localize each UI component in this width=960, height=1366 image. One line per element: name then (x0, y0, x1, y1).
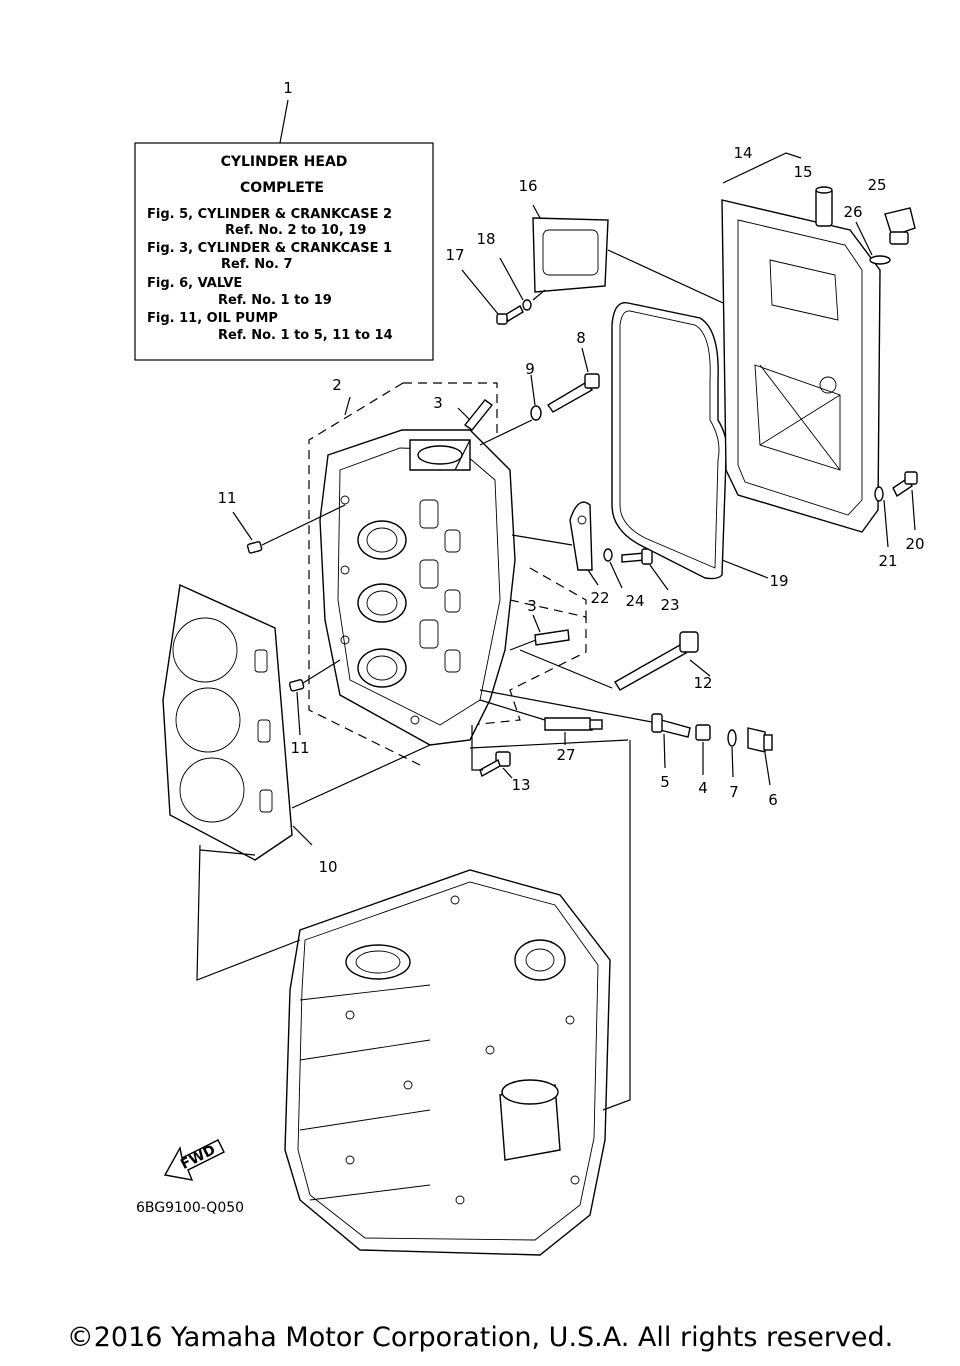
callout-14: 14 (733, 144, 752, 162)
copyright-notice: ©2016 Yamaha Motor Corporation, U.S.A. A… (66, 1322, 894, 1353)
sensor-27 (479, 699, 603, 745)
callout-2: 2 (332, 376, 342, 394)
callout-27: 27 (556, 746, 575, 764)
callout-17: 17 (445, 246, 464, 264)
callout-25: 25 (867, 176, 886, 194)
callout-9: 9 (525, 360, 535, 378)
callout-18: 18 (476, 230, 495, 248)
callout-16: 16 (518, 177, 537, 195)
bolt-13 (471, 725, 513, 779)
plug-parts-4-5-6-7 (479, 689, 773, 786)
callout-11-top: 11 (217, 489, 236, 507)
head-gasket (162, 583, 313, 861)
info-box-line: Fig. 5, CYLINDER & CRANKCASE 2 (147, 207, 392, 222)
bolt-12 (519, 631, 711, 691)
callout-8: 8 (576, 329, 586, 347)
cover-small-parts (815, 186, 918, 548)
callout-1: 1 (283, 79, 293, 97)
callout-20: 20 (905, 535, 924, 553)
cylinder-head-cover (721, 152, 881, 533)
info-box-line: Fig. 11, OIL PUMP (147, 311, 278, 326)
callout-24: 24 (625, 592, 644, 610)
diagram-code: 6BG9100-Q050 (136, 1200, 244, 1216)
bolt-8-washer-9 (479, 347, 600, 446)
plate-16 (461, 204, 761, 325)
info-box-line: Fig. 3, CYLINDER & CRANKCASE 1 (147, 241, 392, 256)
info-box-line: Ref. No. 1 to 5, 11 to 14 (218, 328, 393, 343)
cylinder-head-outline (308, 382, 587, 766)
info-box-line: Ref. No. 2 to 10, 19 (225, 223, 366, 238)
plate-22-screw-23 (511, 501, 669, 591)
callout-12: 12 (693, 674, 712, 692)
callout-3-lower: 3 (527, 597, 537, 615)
callout-4: 4 (698, 779, 708, 797)
info-box: CYLINDER HEAD COMPLETE Fig. 5, CYLINDER … (134, 99, 434, 361)
callout-19: 19 (769, 572, 788, 590)
callout-26: 26 (843, 203, 862, 221)
guide-lines (196, 739, 631, 1111)
callout-21: 21 (878, 552, 897, 570)
callout-6: 6 (768, 791, 778, 809)
callout-23: 23 (660, 596, 679, 614)
callout-7: 7 (729, 783, 739, 801)
crankcase (284, 869, 611, 1256)
callout-3-top: 3 (433, 394, 443, 412)
callout-22: 22 (590, 589, 609, 607)
info-box-title: CYLINDER HEAD (221, 154, 348, 170)
callout-15: 15 (793, 163, 812, 181)
info-box-line: Fig. 6, VALVE (147, 276, 242, 291)
info-box-line: Ref. No. 1 to 19 (218, 293, 332, 308)
cylinder-head (319, 429, 516, 746)
callout-11-lower: 11 (290, 739, 309, 757)
info-box-line: Ref. No. 7 (221, 257, 293, 272)
fwd-arrow: FWD (163, 1139, 225, 1181)
bolts-3 (454, 399, 570, 651)
callout-10: 10 (318, 858, 337, 876)
cover-gasket-19 (611, 301, 769, 580)
callout-13: 13 (511, 776, 530, 794)
dowel-pins (232, 504, 346, 736)
callout-5: 5 (660, 773, 670, 791)
fwd-label: FWD (178, 1142, 218, 1173)
callouts: 1 2 3 3 4 5 6 7 8 9 10 11 11 12 13 14 15… (217, 79, 924, 876)
info-box-subtitle: COMPLETE (240, 180, 324, 196)
